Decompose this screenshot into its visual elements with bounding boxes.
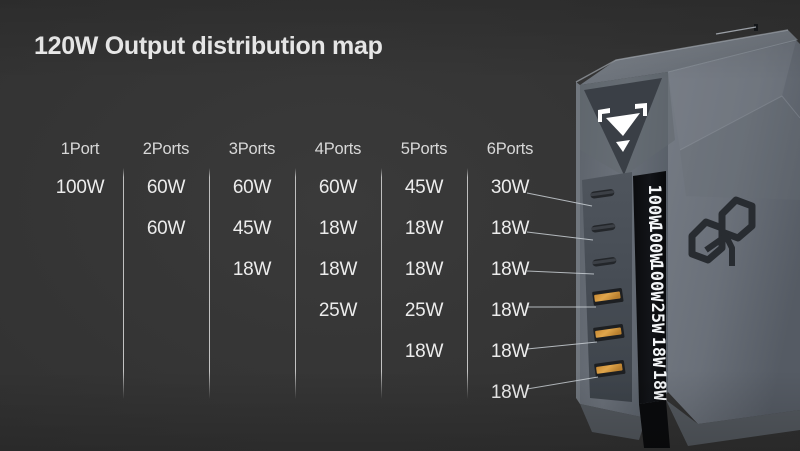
column-divider-3: [295, 168, 296, 399]
cell-3ports-3: 18W: [232, 259, 272, 280]
usb-a-port-1[interactable]: [592, 288, 624, 306]
usb-c-port-1[interactable]: [590, 189, 615, 199]
cell-2ports-2: 60W: [146, 218, 186, 239]
cell-4ports-1: 60W: [318, 177, 358, 198]
cell-5ports-4: 25W: [404, 300, 444, 321]
cell-5ports-3: 18W: [404, 259, 444, 280]
display-readout-5: 18W: [648, 337, 668, 368]
device-bottom-facet-right: [666, 400, 800, 446]
cell-1port-1: 100W: [55, 177, 105, 198]
display-readout-2: 100W: [645, 223, 665, 265]
column-header-1port: 1Port: [60, 140, 100, 158]
column-divider-2: [209, 168, 210, 399]
cell-6ports-5: 18W: [490, 341, 530, 362]
cell-5ports-2: 18W: [404, 218, 444, 239]
led-display-panel: [633, 171, 666, 404]
cell-6ports-3: 18W: [490, 259, 530, 280]
display-readout-4: 25W: [647, 303, 667, 334]
column-header-6ports: 6Ports: [486, 140, 534, 158]
column-header-2ports: 2Ports: [142, 140, 190, 158]
device-bottom-display-tip: [639, 400, 670, 448]
device-edge-highlight-right: [667, 39, 797, 73]
cell-5ports-1: 45W: [404, 177, 444, 198]
column-divider-1: [123, 168, 124, 399]
device-edge-highlight-diag: [679, 95, 800, 151]
device-top-pin-line: [715, 26, 757, 35]
column-1port: 1Port 100W: [38, 137, 122, 208]
device-top-facet-3: [680, 96, 800, 200]
display-readout-6: 18W: [649, 370, 669, 401]
charger-svg: 100W 100W 100W 25W 18W 18W: [575, 24, 800, 448]
column-4ports: 4Ports 60W 18W 18W 25W: [296, 137, 380, 331]
cell-3ports-2: 45W: [232, 218, 272, 239]
usb-c-port-3[interactable]: [592, 257, 617, 267]
column-6ports: 6Ports 30W 18W 18W 18W 18W 18W: [468, 137, 552, 413]
column-header-5ports: 5Ports: [400, 140, 448, 158]
usb-a-port-3[interactable]: [594, 360, 626, 378]
column-divider-5: [467, 168, 468, 399]
cell-3ports-1: 60W: [232, 177, 272, 198]
cell-2ports-1: 60W: [146, 177, 186, 198]
device-left-bevel: [576, 82, 580, 404]
usb-a-port-2[interactable]: [593, 324, 625, 342]
usb-c-port-2[interactable]: [591, 223, 616, 233]
column-3ports: 3Ports 60W 45W 18W: [210, 137, 294, 290]
device-face-top: [580, 30, 798, 85]
hex-chain-logo: [688, 196, 756, 266]
column-header-4ports: 4Ports: [314, 140, 362, 158]
cell-6ports-4: 18W: [490, 300, 530, 321]
charger-device-illustration: 100W 100W 100W 25W 18W 18W: [520, 0, 800, 451]
cell-4ports-2: 18W: [318, 218, 358, 239]
cell-5ports-5: 18W: [404, 341, 444, 362]
display-readout-1: 100W: [644, 185, 664, 227]
device-face-right: [668, 40, 800, 424]
device-top-facet-2: [668, 41, 796, 150]
column-divider-4: [381, 168, 382, 399]
device-bottom-facet-left: [580, 404, 646, 440]
page-title: 120W Output distribution map: [34, 32, 383, 60]
column-2ports: 2Ports 60W 60W: [124, 137, 208, 249]
cell-6ports-6: 18W: [490, 382, 530, 403]
cell-6ports-2: 18W: [490, 218, 530, 239]
cell-6ports-1: 30W: [490, 177, 530, 198]
triangle-arrow-logo: [598, 103, 647, 152]
cell-4ports-4: 25W: [318, 300, 358, 321]
device-edge-highlight-top: [575, 29, 789, 83]
display-readout-3: 100W: [646, 261, 666, 303]
column-5ports: 5Ports 45W 18W 18W 25W 18W: [382, 137, 466, 372]
cell-4ports-3: 18W: [318, 259, 358, 280]
column-header-3ports: 3Ports: [228, 140, 276, 158]
led-display-readouts: 100W 100W 100W 25W 18W 18W: [644, 185, 669, 402]
